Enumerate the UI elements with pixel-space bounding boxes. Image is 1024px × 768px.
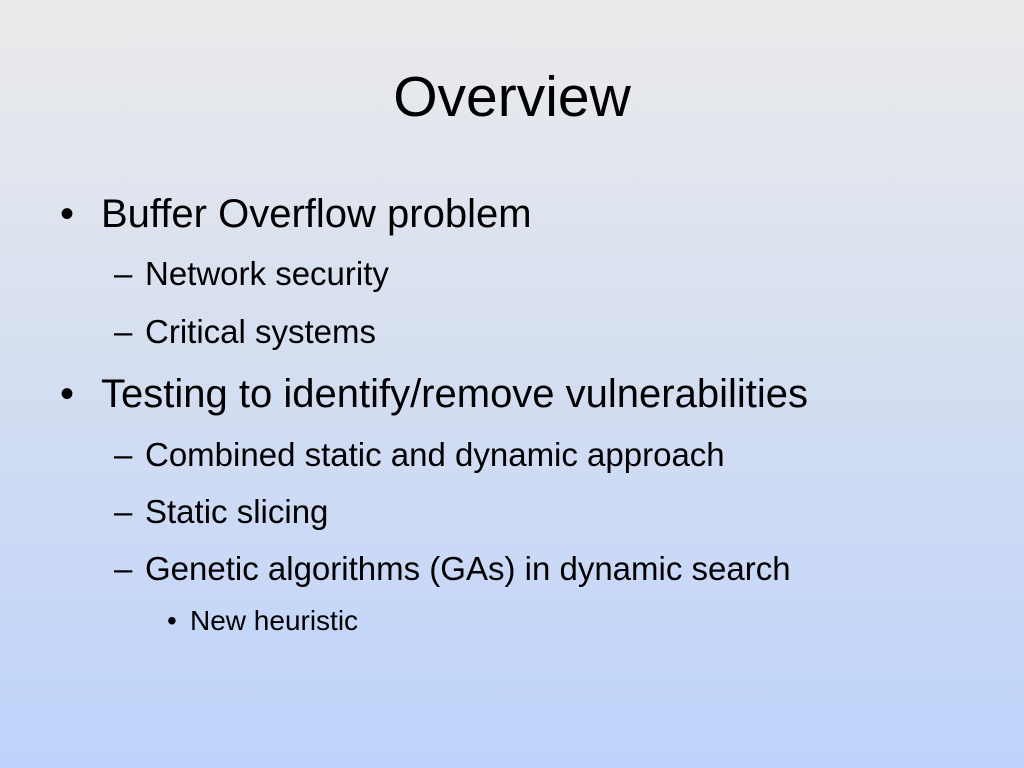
dash-marker: –: [114, 436, 133, 473]
dash-marker: –: [114, 493, 133, 530]
bullet-text: Testing to identify/remove vulnerabiliti…: [101, 372, 809, 416]
subsubbullet-text: New heuristic: [190, 605, 359, 636]
bullet-marker: •: [60, 372, 75, 416]
subbullet-text: Critical systems: [145, 313, 377, 350]
dash-marker: –: [114, 255, 133, 292]
slide-title: Overview: [393, 65, 631, 129]
dash-marker: –: [114, 550, 133, 587]
bullet-marker: •: [60, 192, 75, 236]
subbullet-text: Network security: [145, 255, 389, 292]
subbullet-text: Static slicing: [145, 493, 329, 530]
subbullet-text: Genetic algorithms (GAs) in dynamic sear…: [145, 550, 791, 587]
bullet-marker: •: [167, 605, 177, 636]
bullet-text: Buffer Overflow problem: [101, 192, 532, 236]
subbullet-text: Combined static and dynamic approach: [145, 436, 725, 473]
dash-marker: –: [114, 313, 133, 350]
